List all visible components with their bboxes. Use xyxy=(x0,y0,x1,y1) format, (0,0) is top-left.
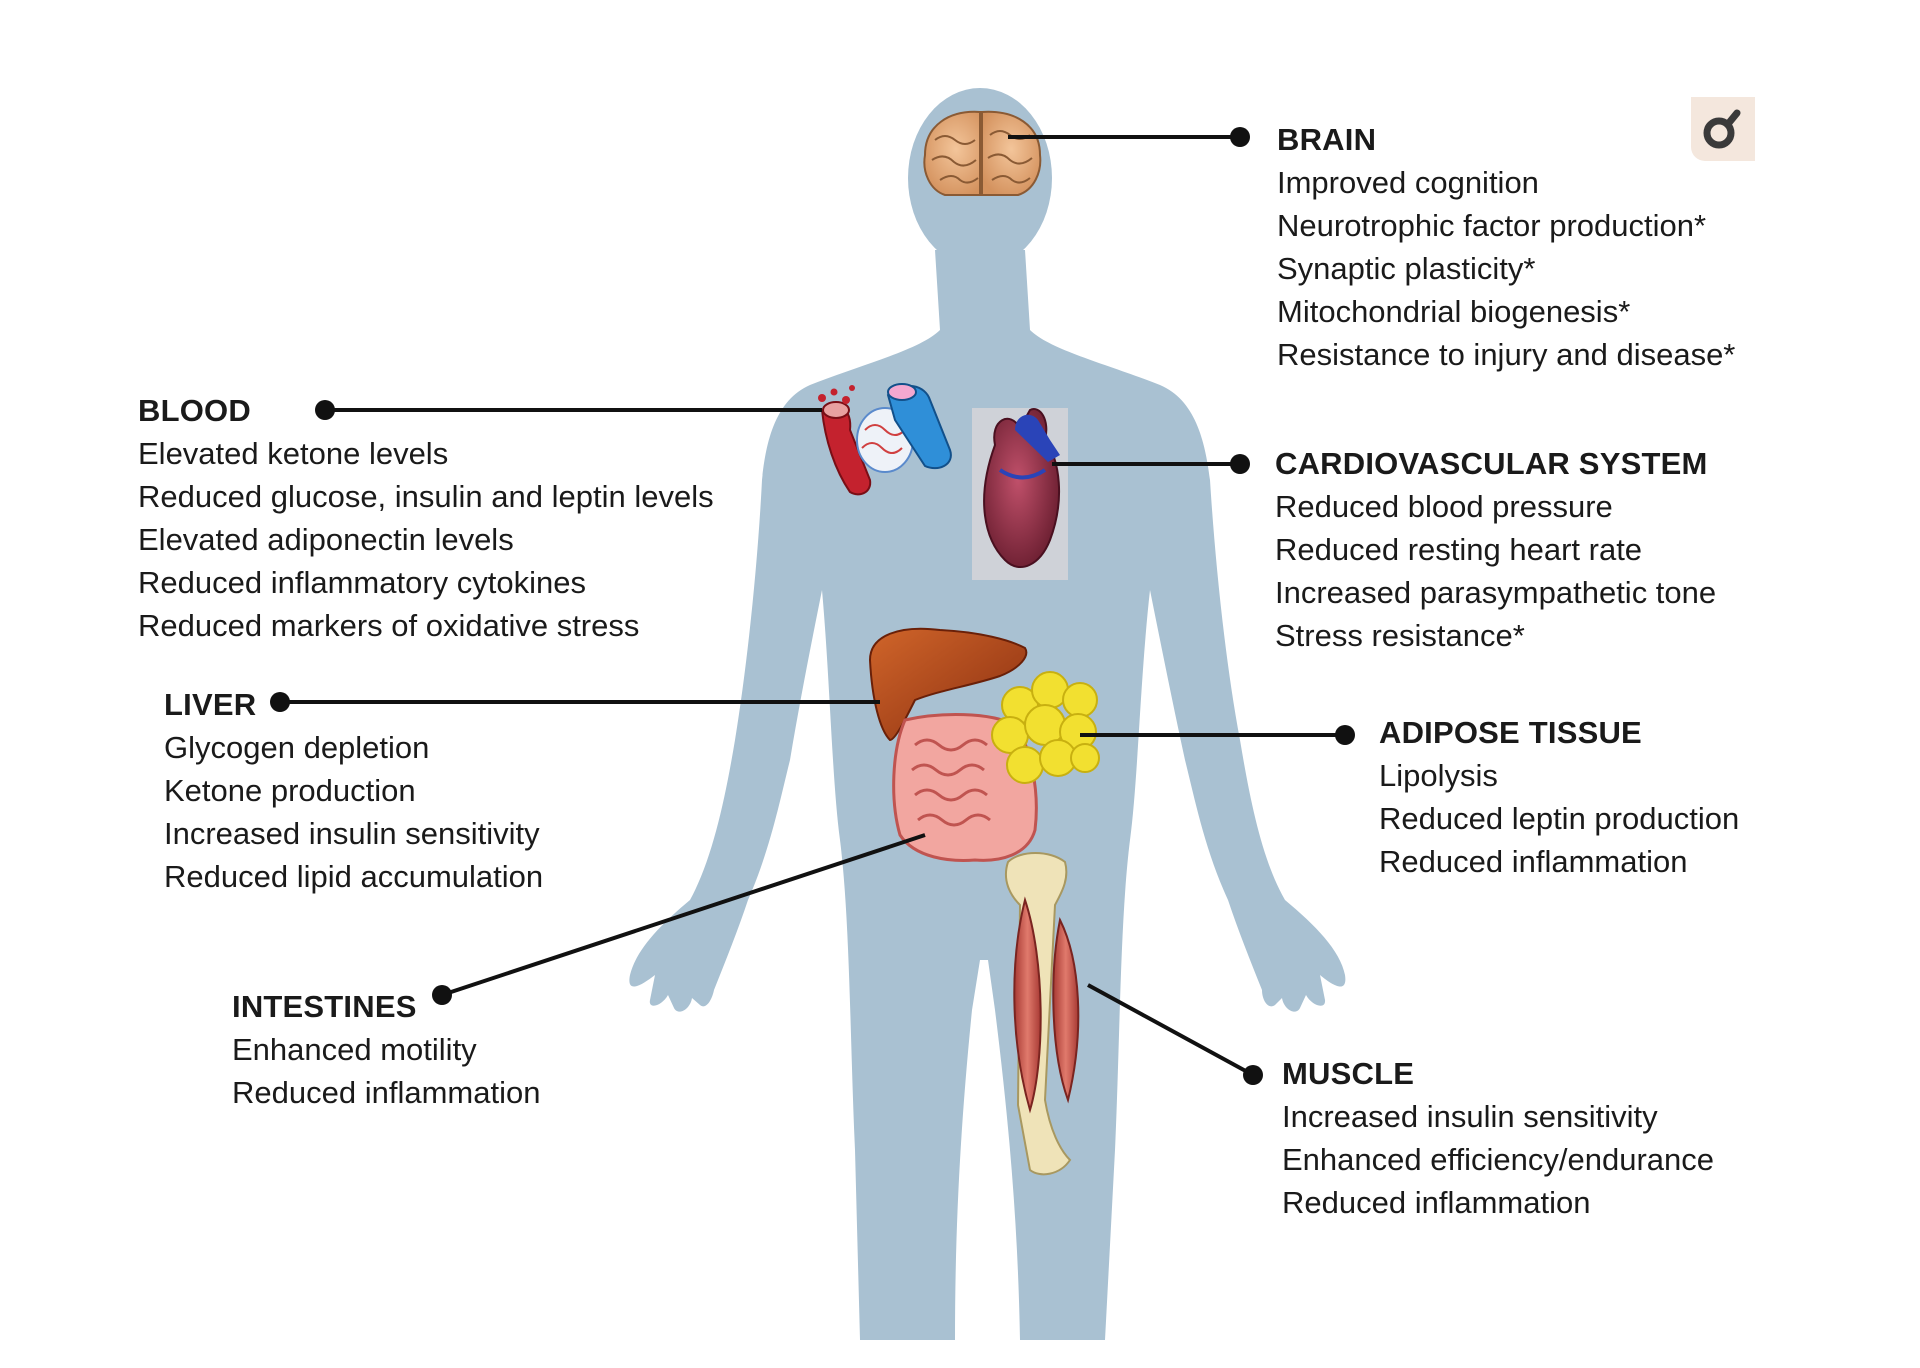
blood-label-block: BLOOD Elevated ketone levels Reduced glu… xyxy=(138,389,714,647)
leader-line-intestines xyxy=(441,833,926,997)
heart-icon xyxy=(972,408,1068,580)
brain-item: Mitochondrial biogenesis* xyxy=(1277,294,1631,329)
liver-item: Glycogen depletion xyxy=(164,730,430,765)
human-silhouette xyxy=(629,88,1346,1340)
cardio-item: Stress resistance* xyxy=(1275,618,1525,653)
blood-heading: BLOOD xyxy=(138,393,251,428)
blood-item: Reduced markers of oxidative stress xyxy=(138,608,640,643)
brain-heading: BRAIN xyxy=(1277,122,1377,157)
leader-dot-adipose xyxy=(1335,725,1355,745)
intestines-item: Enhanced motility xyxy=(232,1032,477,1067)
leader-dot-muscle xyxy=(1243,1065,1263,1085)
cardio-item: Increased parasympathetic tone xyxy=(1275,575,1717,610)
cardio-item: Reduced resting heart rate xyxy=(1275,532,1643,567)
leader-line-muscle xyxy=(1087,983,1254,1077)
brain-item: Neurotrophic factor production* xyxy=(1277,208,1707,243)
liver-icon xyxy=(868,627,1028,742)
brain-icon xyxy=(923,110,1042,196)
intestines-heading: INTESTINES xyxy=(232,989,417,1024)
muscle-item: Increased insulin sensitivity xyxy=(1282,1099,1658,1134)
adipose-label-block: ADIPOSE TISSUE Lipolysis Reduced leptin … xyxy=(1379,711,1739,883)
intestines-item: Reduced inflammation xyxy=(232,1075,541,1110)
leader-dot-blood xyxy=(315,400,335,420)
leader-dot-brain xyxy=(1230,127,1250,147)
muscle-item: Enhanced efficiency/endurance xyxy=(1282,1142,1715,1177)
adipose-heading: ADIPOSE TISSUE xyxy=(1379,715,1642,750)
muscle-heading: MUSCLE xyxy=(1282,1056,1415,1091)
cardio-heading: CARDIOVASCULAR SYSTEM xyxy=(1275,446,1708,481)
leader-lines xyxy=(280,135,1345,1077)
leader-dot-liver xyxy=(270,692,290,712)
leader-dots xyxy=(270,127,1355,1085)
cardio-label-block: CARDIOVASCULAR SYSTEM Reduced blood pres… xyxy=(1275,442,1716,657)
muscle-icon xyxy=(1004,852,1080,1176)
blood-item: Elevated ketone levels xyxy=(138,436,449,471)
blood-item: Reduced inflammatory cytokines xyxy=(138,565,586,600)
liver-item: Ketone production xyxy=(164,773,416,808)
liver-heading: LIVER xyxy=(164,687,257,722)
muscle-label-block: MUSCLE Increased insulin sensitivity Enh… xyxy=(1282,1052,1714,1224)
adipose-item: Reduced leptin production xyxy=(1379,801,1740,836)
magnifier-logo-icon xyxy=(1691,97,1755,161)
liver-label-block: LIVER Glycogen depletion Ketone producti… xyxy=(164,683,543,898)
muscle-item: Reduced inflammation xyxy=(1282,1185,1591,1220)
blood-vessel-icon xyxy=(818,383,952,496)
cardio-item: Reduced blood pressure xyxy=(1275,489,1613,524)
leader-dot-intestines xyxy=(432,985,452,1005)
blood-item: Reduced glucose, insulin and leptin leve… xyxy=(138,479,714,514)
blood-item: Elevated adiponectin levels xyxy=(138,522,514,557)
adipose-item: Reduced inflammation xyxy=(1379,844,1688,879)
liver-item: Reduced lipid accumulation xyxy=(164,859,544,894)
adipose-item: Lipolysis xyxy=(1379,758,1498,793)
brain-item: Synaptic plasticity* xyxy=(1277,251,1536,286)
leader-dot-cardio xyxy=(1230,454,1250,474)
fat-cells-icon xyxy=(991,671,1100,784)
brain-item: Resistance to injury and disease* xyxy=(1277,337,1736,372)
brain-item: Improved cognition xyxy=(1277,165,1539,200)
liver-item: Increased insulin sensitivity xyxy=(164,816,540,851)
intestines-label-block: INTESTINES Enhanced motility Reduced inf… xyxy=(232,985,540,1114)
brain-label-block: BRAIN Improved cognition Neurotrophic fa… xyxy=(1277,118,1735,376)
